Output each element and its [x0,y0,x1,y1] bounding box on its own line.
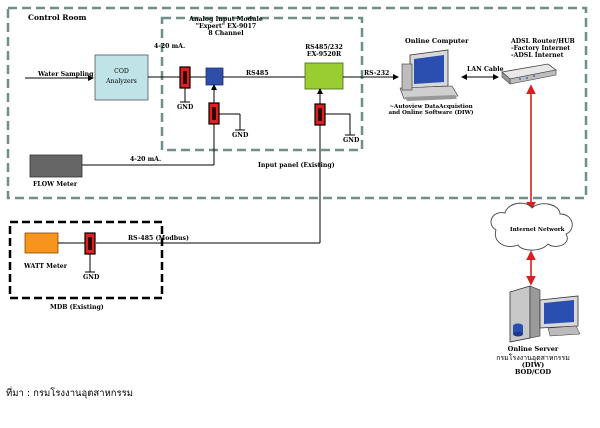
adsl-router-icon [501,63,557,85]
converter-label: RS485/232 EX-9520R [296,44,352,58]
computer-title: Online Computer [405,37,469,45]
cloud-label: Internet Network [510,227,565,233]
cod-line2: Analyzers [106,78,137,86]
watt-meter-label: WATT Meter [24,263,67,270]
server-line2: กรมโรงงานอุตสาหกรรม [496,353,570,362]
ma-flow-label: 4-20 mA. [130,156,162,163]
rs485-label: RS485 [246,70,269,77]
control-room-border [6,6,588,200]
cod-analyzer-box [94,54,149,101]
analog-module-label: Analog Input Module "Expert" EX-9017 8 C… [186,16,266,37]
mdb-border [8,220,164,300]
server-line1: Online Server [507,345,559,353]
source-caption: ที่มา : กรมโรงงานอุตสาหกรรม [6,388,134,399]
flow-meter-box [29,154,83,178]
router-line1: ADSL Router/HUB [511,38,575,45]
converter-line2: EX-9520R [306,51,342,59]
computer-desc: ~Autoview DataAcquistion and Online Soft… [385,104,477,117]
server-line4: BOD/COD [514,368,552,377]
analog-module-line3: 8 Channel [208,30,244,38]
server-line3: (DIW) [521,360,545,369]
converter-box [304,62,344,90]
input-panel-border [160,16,364,152]
watt-meter-box [24,232,59,254]
lan-label: LAN Cable [467,66,504,73]
rs232-label: RS-232 [364,70,390,77]
analog-input-module [205,67,224,86]
gnd-label-3: GND [343,137,360,144]
computer-desc-line2: and Online Software (DIW) [388,110,474,117]
cod-label: COD Analyzers [95,68,148,85]
control-room-title: Control Room [28,13,87,22]
cod-line1: COD [114,68,129,75]
input-panel-label: Input panel (Existing) [258,162,335,169]
water-sampling-label: Water Sampling [38,71,94,78]
gnd-label-4: GND [83,274,100,281]
router-label: ADSL Router/HUB -Factory Internet -ADSL … [511,38,575,59]
analog-module-line2: "Expert" EX-9017 [195,23,257,31]
server-label: Online Server กรมโรงงานอุตสาหกรรม (DIW) … [488,345,578,377]
gnd-label-2: GND [232,132,249,139]
analog-module-line1: Analog Input Module [189,16,263,23]
mdb-label: MDB (Existing) [50,304,104,311]
converter-line1: RS485/232 [305,44,343,51]
online-server-icon [509,285,581,343]
flow-meter-label: FLOW Meter [33,181,78,188]
router-line2: -Factory Internet [511,45,571,53]
rs485-modbus-label: RS-485 (Modbus) [128,235,189,242]
gnd-label-1: GND [177,104,194,111]
online-computer-icon [399,49,459,101]
internet-cloud-icon [490,202,573,251]
router-line3: -ADSL Internet [511,52,564,60]
ma-top-label: 4-20 mA. [154,43,186,50]
computer-desc-line1: ~Autoview DataAcquistion [389,104,473,110]
